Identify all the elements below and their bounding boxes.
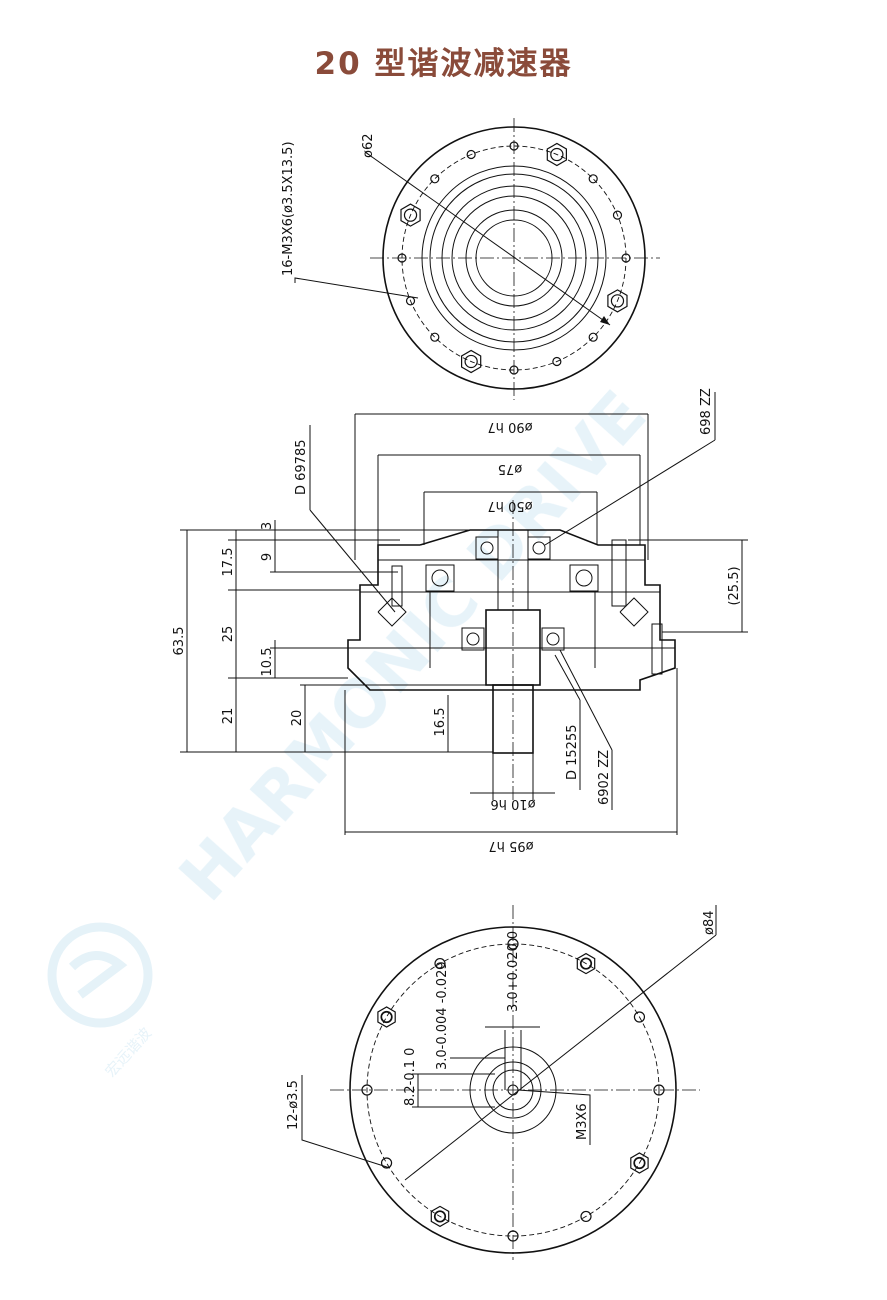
bottom-bolt-hole <box>653 1084 665 1096</box>
top-holes-label: 16-M3X6(ø3.5X13.5) <box>281 141 296 276</box>
top-bolt-hole <box>552 356 562 367</box>
watermark-brand: HARMONIC DRIVE <box>165 376 661 915</box>
top-bolt-head-icon-inner <box>550 147 564 162</box>
dim-25-5: (25.5) <box>727 566 742 605</box>
top-bolt-hole <box>509 141 519 151</box>
top-bolt-head-icon <box>546 142 568 167</box>
bottom-bolt-hole <box>507 1230 519 1242</box>
top-bolt-hole <box>430 174 440 184</box>
key2-label: 3.0-0.004 -0.029 <box>435 961 450 1070</box>
bottom-bolt-holes <box>361 938 665 1242</box>
dim-25: 25 <box>221 626 236 643</box>
bottom-dia-label: ø84 <box>702 911 717 936</box>
bearing-bottom-label: D 15255 <box>565 725 580 781</box>
top-view: ø62 16-M3X6(ø3.5X13.5) <box>281 118 660 400</box>
bottom-bolt-hole <box>507 938 519 950</box>
top-bolt-hole <box>466 149 476 160</box>
top-bolt-head-icon-inner <box>610 294 625 308</box>
dim-16-5: 16.5 <box>433 708 448 737</box>
top-bolt-hole <box>509 365 519 375</box>
d-base-label: ø95 h7 <box>488 838 533 853</box>
bottom-bolt-head-icon <box>377 1006 396 1028</box>
top-bolt-head-icon-inner <box>464 354 478 369</box>
top-bolt-hole <box>430 332 440 342</box>
top-bolt-head-icon <box>461 349 482 374</box>
dim-20: 20 <box>290 710 305 727</box>
top-bolt-hole <box>397 253 407 263</box>
bearing-left-label: D 69785 <box>294 440 309 496</box>
dim-17-5: 17.5 <box>221 548 236 577</box>
bottom-bolt-hole <box>361 1084 373 1096</box>
top-dia-label: ø62 <box>361 134 376 159</box>
bearing-top-label: 698 ZZ <box>699 388 714 435</box>
bearing-bottom2-label: 6902 ZZ <box>597 750 612 805</box>
bottom-bolt-head-icon <box>576 952 596 975</box>
d-mid-label: ø75 <box>498 461 523 476</box>
d-outer-label: ø90 h7 <box>487 419 532 434</box>
bottom-bolt-head-icon-inner <box>633 1156 646 1170</box>
bottom-bolt-hole <box>434 957 446 970</box>
tap-label: M3X6 <box>575 1103 590 1140</box>
bottom-bolt-hole <box>580 1210 592 1223</box>
top-bolt-head-icon <box>400 203 421 227</box>
top-bolt-hole <box>612 210 623 220</box>
bottom-bolt-head-icon <box>430 1205 450 1228</box>
bottom-holes-label: 12-ø3.5 <box>286 1080 301 1130</box>
dim-10-5: 10.5 <box>260 648 275 677</box>
bottom-bolt-hole <box>380 1157 393 1169</box>
bottom-view: ø84 12-ø3.5 M3X6 3.0+0.020 0 3.0-0.004 -… <box>286 905 717 1260</box>
top-bolt-hole <box>588 332 598 342</box>
top-bolt-head-icon <box>607 289 628 313</box>
dim-total: 63.5 <box>172 627 187 656</box>
key3-label: 8.2-0.1 0 <box>403 1048 418 1106</box>
watermark-logo-icon <box>47 922 153 1028</box>
bottom-bolt-head-icon-inner <box>433 1210 447 1223</box>
bottom-bolt-head-icon-inner <box>579 957 593 970</box>
dim-3: 3 <box>260 522 275 530</box>
bottom-bolt-head-icon <box>630 1152 649 1174</box>
top-bolt-hole <box>588 174 598 184</box>
watermark-logo-text: 宏远谐波 <box>102 1024 156 1081</box>
key1-label: 3.0+0.020 0 <box>506 931 521 1012</box>
top-bolt-holes <box>397 141 631 375</box>
top-bolt-hole <box>621 253 631 263</box>
bottom-bolt-head-icon-inner <box>380 1010 393 1024</box>
d-shaft-label: ø10 h6 <box>490 796 535 811</box>
d-inner-label: ø50 h7 <box>487 498 532 513</box>
page-title: 20 型谐波减速器 <box>314 46 573 82</box>
section-view: ø90 h7 ø75 ø50 h7 <box>172 388 748 853</box>
bottom-bolt-hole <box>633 1011 646 1023</box>
dim-9: 9 <box>260 553 275 561</box>
dim-21: 21 <box>221 708 236 725</box>
top-bolt-head-icon-inner <box>403 208 418 222</box>
